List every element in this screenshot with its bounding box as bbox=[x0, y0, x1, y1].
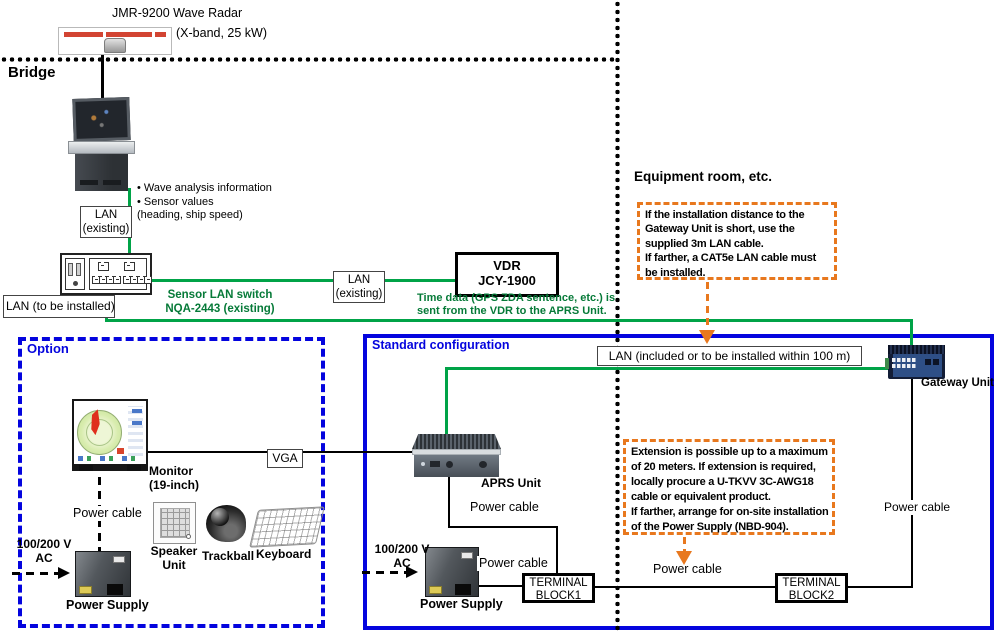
option-power-supply-label: Power Supply bbox=[66, 598, 149, 612]
monitor-red-button bbox=[117, 448, 124, 454]
trackball-image bbox=[206, 505, 246, 542]
extension-note-box: Extension is possible up to a maximum of… bbox=[623, 439, 835, 535]
gateway-distance-note-box: If the installation distance to the Gate… bbox=[637, 202, 837, 280]
terminalblock1-to-terminalblock2-line bbox=[595, 586, 775, 588]
switch-label: Sensor LAN switch NQA-2443 (existing) bbox=[165, 289, 275, 315]
switch-port-section bbox=[89, 258, 152, 290]
bridge-label: Bridge bbox=[8, 64, 56, 81]
option-ac-label: 100/200 V AC bbox=[16, 537, 72, 565]
lan-to-be-installed-label: LAN (to be installed) bbox=[3, 295, 115, 318]
standard-ac-label: 100/200 V AC bbox=[374, 542, 430, 570]
aprs-heatsink bbox=[412, 434, 501, 449]
aprs-power-line-h bbox=[448, 526, 558, 528]
option-ac-arrowhead-icon bbox=[58, 567, 70, 579]
monitor-side-panel bbox=[128, 406, 143, 456]
lan-long-horizontal-line bbox=[105, 319, 913, 322]
monitor-image bbox=[72, 399, 148, 471]
vdr-box: VDR JCY-1900 bbox=[455, 252, 559, 297]
sensor-lan-switch-image bbox=[60, 253, 152, 295]
console-note-line3: (heading, ship speed) bbox=[137, 209, 243, 221]
radar-title: JMR-9200 Wave Radar bbox=[112, 6, 243, 20]
speaker-unit-image bbox=[153, 502, 196, 544]
bridge-divider-vertical bbox=[615, 0, 620, 632]
option-power-supply-image bbox=[75, 551, 131, 597]
radar-subtitle: (X-band, 25 kW) bbox=[176, 26, 268, 40]
console-body bbox=[75, 154, 128, 191]
gateway-power-line bbox=[911, 379, 913, 588]
terminal-block1-line2: BLOCK1 bbox=[535, 590, 582, 602]
trackball-ball bbox=[211, 508, 229, 526]
terminalblock2-to-gateway-line bbox=[846, 586, 913, 588]
lan-existing-label-horizontal: LAN (existing) bbox=[333, 271, 385, 303]
gateway-note-pointer-line bbox=[706, 282, 709, 331]
lan-aprs-to-gateway-line bbox=[445, 367, 890, 370]
standard-power-supply-label: Power Supply bbox=[420, 597, 503, 611]
gateway-unit-label: Gateway Unit bbox=[921, 377, 994, 389]
vdr-note: Time data (GPS ZDA sentence, etc.) is se… bbox=[417, 292, 616, 317]
option-zone-box bbox=[18, 337, 325, 628]
switch-power-section bbox=[65, 258, 85, 290]
vdr-model: JCY-1900 bbox=[478, 273, 536, 288]
console-note-line1: • Wave analysis information bbox=[137, 182, 272, 194]
console-note-line2: • Sensor values bbox=[137, 195, 214, 208]
psu-to-terminalblock1-line bbox=[478, 585, 524, 587]
option-zone-title: Option bbox=[27, 341, 69, 356]
lan-existing-label-vertical: LAN (existing) bbox=[80, 206, 132, 238]
terminal-power-cable-label: Power cable bbox=[651, 562, 724, 577]
aprs-unit-image bbox=[412, 434, 501, 477]
aprs-front-panel bbox=[414, 455, 499, 477]
console-output-notes: • Wave analysis information • Sensor val… bbox=[137, 182, 272, 223]
console-keyboard-shelf bbox=[68, 141, 135, 154]
gateway-power-connector bbox=[885, 358, 889, 369]
standard-ac-arrowhead-icon bbox=[406, 566, 418, 578]
lan-to-gateway-drop-line bbox=[910, 319, 913, 348]
aprs-power-cable-label: Power cable bbox=[468, 500, 541, 515]
standard-configuration-zone-box bbox=[363, 334, 994, 630]
lan-included-label: LAN (included or to be installed within … bbox=[597, 346, 862, 366]
standard-power-supply-image bbox=[425, 547, 479, 597]
terminal-block2-box: TERMINAL BLOCK2 bbox=[775, 573, 848, 603]
aprs-unit-label: APRS Unit bbox=[481, 476, 541, 490]
aprs-power-line-v1 bbox=[448, 475, 450, 528]
gateway-heatsink bbox=[888, 345, 945, 354]
option-power-cable-label: Power cable bbox=[71, 506, 144, 521]
monitor-label: Monitor (19-inch) bbox=[149, 464, 200, 492]
psu-power-cable-label: Power cable bbox=[477, 556, 550, 571]
vga-label: VGA bbox=[267, 449, 303, 468]
standard-ac-line bbox=[362, 571, 407, 574]
radar-console-image bbox=[68, 97, 135, 191]
bridge-divider-horizontal bbox=[0, 57, 618, 62]
monitor-bottom-toolbar bbox=[78, 456, 138, 461]
gateway-unit-image bbox=[885, 345, 945, 379]
gateway-note-arrowhead-icon bbox=[699, 330, 715, 344]
lan-aprs-drop-line bbox=[445, 367, 448, 437]
console-screen bbox=[72, 97, 131, 142]
aprs-power-line-v2 bbox=[556, 526, 558, 576]
terminal-block1-line1: TERMINAL bbox=[529, 577, 588, 589]
speaker-grille bbox=[160, 508, 190, 538]
standard-zone-title: Standard configuration bbox=[372, 338, 510, 352]
antenna-to-console-line bbox=[101, 55, 104, 99]
trackball-label: Trackball bbox=[202, 549, 255, 563]
lan-switch-to-vdr-line bbox=[152, 279, 455, 282]
vdr-name: VDR bbox=[493, 258, 521, 273]
gateway-power-cable-label: Power cable bbox=[882, 500, 953, 515]
terminal-block1-box: TERMINAL BLOCK1 bbox=[522, 573, 595, 603]
aprs-mid-band bbox=[412, 449, 501, 455]
speaker-label: Speaker Unit bbox=[150, 544, 198, 572]
antenna-array-bar bbox=[64, 32, 166, 37]
equipment-room-label: Equipment room, etc. bbox=[634, 169, 773, 184]
radar-antenna-image bbox=[58, 27, 172, 55]
keyboard-image bbox=[249, 506, 325, 548]
extension-note-pointer-line bbox=[683, 537, 686, 553]
antenna-pedestal bbox=[104, 38, 126, 53]
extension-note-arrowhead-icon bbox=[676, 551, 692, 565]
terminal-block2-line1: TERMINAL bbox=[782, 577, 841, 589]
option-ac-line bbox=[12, 572, 59, 575]
monitor-polar-chart bbox=[77, 410, 122, 455]
keyboard-label: Keyboard bbox=[256, 547, 312, 561]
terminal-block2-line2: BLOCK2 bbox=[788, 590, 835, 602]
